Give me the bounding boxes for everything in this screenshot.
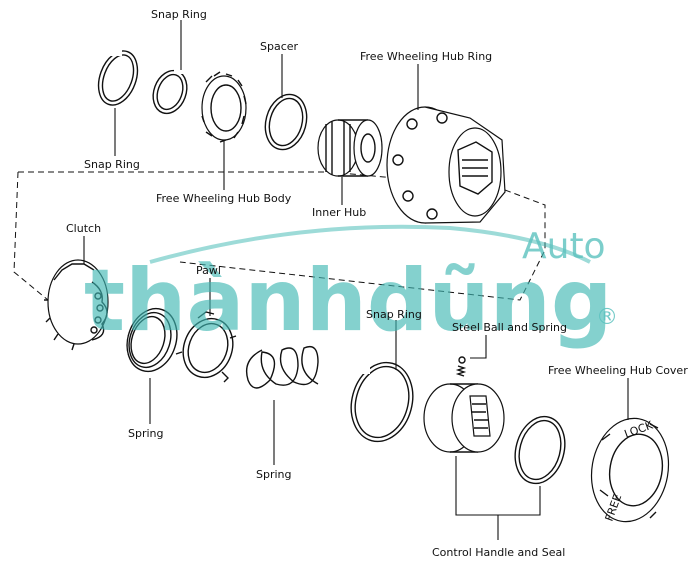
label-free-wheeling-hub-body: Free Wheeling Hub Body xyxy=(156,192,292,205)
snap-ring-mid-part xyxy=(350,361,414,443)
snap-ring-left-part xyxy=(97,48,139,106)
label-steel-ball-and-spring: Steel Ball and Spring xyxy=(452,321,567,334)
assembly-dashed-outline xyxy=(13,171,546,301)
clutch-part xyxy=(44,259,109,351)
pawl-part xyxy=(175,311,237,383)
label-pawl: Pawl xyxy=(196,264,221,277)
label-spacer: Spacer xyxy=(260,40,299,53)
watermark-suffix: Auto xyxy=(522,226,606,267)
label-inner-hub: Inner Hub xyxy=(312,206,366,219)
watermark-car-swoosh xyxy=(149,224,591,264)
label-snap-ring-top: Snap Ring xyxy=(151,8,207,21)
free-wheeling-hub-body-part xyxy=(201,71,247,143)
spring-left-part xyxy=(126,307,178,373)
label-free-wheeling-hub-ring: Free Wheeling Hub Ring xyxy=(360,50,492,63)
spring-mid-part xyxy=(245,345,319,389)
label-free-wheeling-hub-cover: Free Wheeling Hub Cover xyxy=(548,364,688,377)
control-handle-part xyxy=(423,383,505,453)
free-wheeling-hub-cover-part: LOCK FREE xyxy=(590,417,670,523)
watermark-registered: ® xyxy=(596,305,618,330)
label-snap-ring-mid: Snap Ring xyxy=(366,308,422,321)
watermark: thànhdũng Auto ® xyxy=(84,224,618,351)
label-spring-mid: Spring xyxy=(256,468,292,481)
label-control-handle-and-seal: Control Handle and Seal xyxy=(432,546,565,559)
label-snap-ring-left: Snap Ring xyxy=(84,158,140,171)
snap-ring-top-part xyxy=(152,66,188,115)
free-wheeling-hub-ring-part xyxy=(386,106,506,224)
seal-part xyxy=(514,415,566,485)
inner-hub-part xyxy=(317,119,383,177)
spacer-part xyxy=(264,93,308,151)
watermark-brand: thànhdũng xyxy=(84,251,612,351)
label-spring-left: Spring xyxy=(128,427,164,440)
steel-ball-and-spring-part xyxy=(455,356,467,377)
leader-lines xyxy=(83,20,629,540)
label-clutch: Clutch xyxy=(66,222,101,235)
